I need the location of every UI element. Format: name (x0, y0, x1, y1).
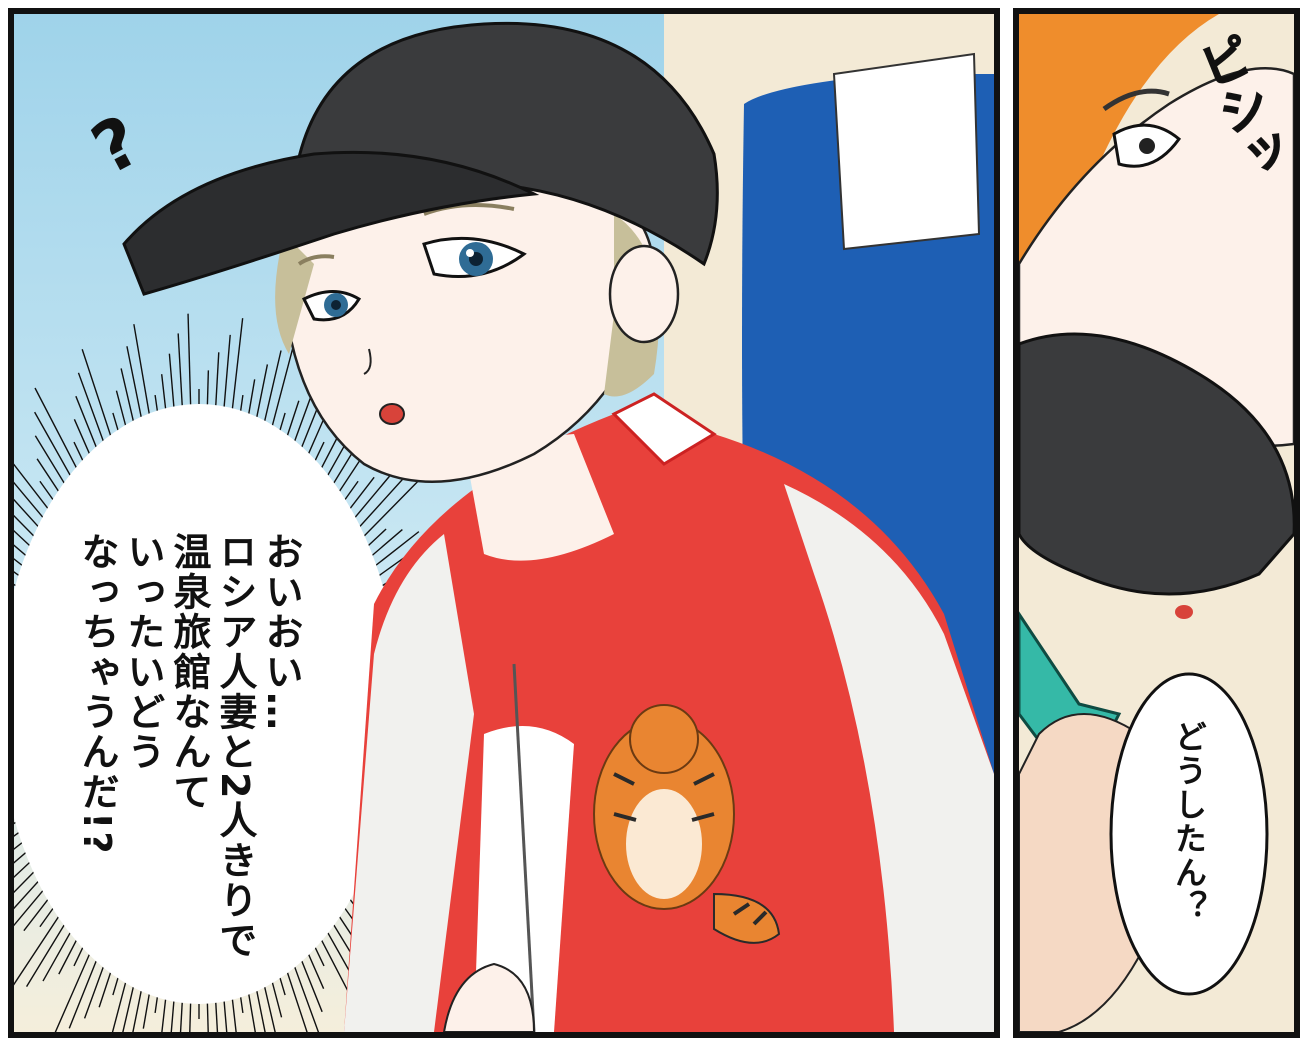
jacket-sleeve-left (344, 534, 474, 1032)
small-mouth (1175, 605, 1193, 619)
speech-bubble-text: どうしたん？ (1170, 720, 1208, 924)
cap-crown (292, 21, 719, 267)
cap-brim (122, 150, 540, 296)
cap-on-screen (1019, 332, 1294, 596)
tiger-embroidery-icon (593, 704, 781, 944)
jacket-sleeve-right (784, 484, 994, 1032)
eyebrow-left (297, 254, 335, 266)
eyebrow-right (423, 203, 515, 216)
jacket-zipper (512, 663, 536, 1032)
right-panel: ピシッ どうしたん？ (1013, 8, 1300, 1038)
inner-shirt (474, 726, 574, 1032)
hair-left (275, 234, 314, 354)
hand (442, 962, 536, 1032)
mouth (379, 403, 405, 425)
jacket-collar (611, 392, 717, 466)
left-panel: ? おいおい… ロシア人妻と2人きりで 温泉旅館なんて いったいどう なっちゃう… (8, 8, 1000, 1038)
thought-burst-fill (14, 404, 399, 1004)
thought-text: おいおい… ロシア人妻と2人きりで 温泉旅館なんて いったいどう なっちゃうんだ… (75, 532, 303, 961)
speech-bubble (1109, 672, 1269, 996)
ear (608, 244, 680, 344)
eye-left (301, 290, 362, 322)
nose (363, 348, 372, 375)
eye-right (422, 236, 527, 278)
right-panel-artwork (1019, 14, 1294, 1032)
man-eyebrow (1102, 88, 1170, 112)
seat-headrest-cover (832, 52, 981, 251)
man-eye (1112, 123, 1182, 168)
left-panel-artwork (14, 14, 994, 1032)
